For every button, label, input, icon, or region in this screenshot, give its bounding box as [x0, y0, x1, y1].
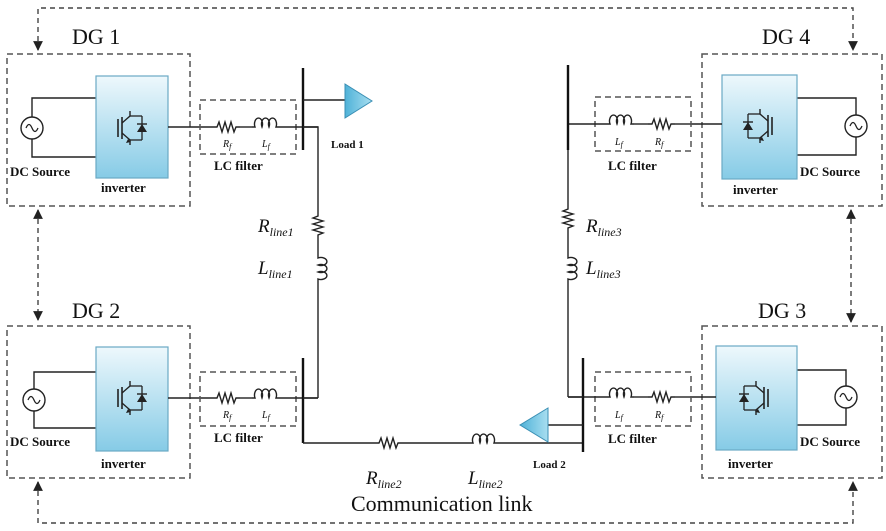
ac-source-icon: [20, 116, 44, 140]
dg3-lf-label: Lf: [614, 410, 625, 422]
dg3-lc-filter-box: [594, 371, 692, 427]
dg1-lf-label: Lf: [261, 139, 272, 151]
dg2-unit: [6, 325, 318, 479]
dg3-rf-label: Rf: [654, 410, 665, 422]
ac-source-icon: [844, 114, 868, 138]
dg3-filter-label: LC filter: [608, 431, 657, 446]
dg2-inverter-label: inverter: [101, 456, 146, 471]
lline2-label: Lline2: [467, 468, 503, 491]
load-2-icon: [519, 407, 549, 443]
dg4-filter-label: LC filter: [608, 158, 657, 173]
communication-link-label: Communication link: [351, 491, 533, 516]
dg1-box: [6, 53, 191, 207]
rline3-label: Rline3: [585, 216, 622, 239]
dg4-inverter-label: inverter: [733, 182, 778, 197]
network-lines: [301, 65, 585, 452]
dg4-source-label: DC Source: [800, 164, 860, 179]
load-1-label: Load 1: [331, 139, 364, 151]
rline1-label: Rline1: [257, 216, 294, 239]
dg2-label: DG 2: [72, 298, 120, 323]
dg2-source-label: DC Source: [10, 434, 70, 449]
dg1-filter-label: LC filter: [214, 158, 263, 173]
ac-source-icon: [834, 385, 858, 409]
dg3-inverter-label: inverter: [728, 456, 773, 471]
dg3-unit: [568, 325, 883, 479]
dg3-source-label: DC Source: [800, 434, 860, 449]
dg2-filter-label: LC filter: [214, 430, 263, 445]
lline3-label: Lline3: [585, 258, 621, 281]
dg4-label: DG 4: [762, 24, 810, 49]
dg1-label: DG 1: [72, 24, 120, 49]
dg1-inverter-label: inverter: [101, 180, 146, 195]
dg1-inverter-block: [95, 75, 169, 179]
dg3-inverter-block: [715, 345, 798, 451]
dg3-label: DG 3: [758, 298, 806, 323]
rline2-label: Rline2: [365, 468, 402, 491]
lline1-label: Lline1: [257, 258, 293, 281]
dg1-unit: [6, 53, 318, 207]
dg1-source-label: DC Source: [10, 164, 70, 179]
dg4-rf-label: Rf: [654, 137, 665, 149]
dg4-box: [701, 53, 883, 207]
dg4-unit: [568, 53, 883, 207]
ac-source-icon: [22, 388, 46, 412]
dg1-rf-label: Rf: [222, 139, 233, 151]
dg2-lc-filter-box: [199, 371, 297, 427]
dg4-inverter-block: [721, 74, 798, 180]
dg2-lf-label: Lf: [261, 410, 272, 422]
load-2-label: Load 2: [533, 459, 566, 471]
dg2-rf-label: Rf: [222, 410, 233, 422]
dg3-box: [701, 325, 883, 479]
dg2-inverter-block: [95, 346, 169, 452]
dg2-box: [6, 325, 191, 479]
communication-links: [33, 7, 858, 524]
dg4-lf-label: Lf: [614, 137, 625, 149]
load-1-icon: [344, 83, 373, 119]
